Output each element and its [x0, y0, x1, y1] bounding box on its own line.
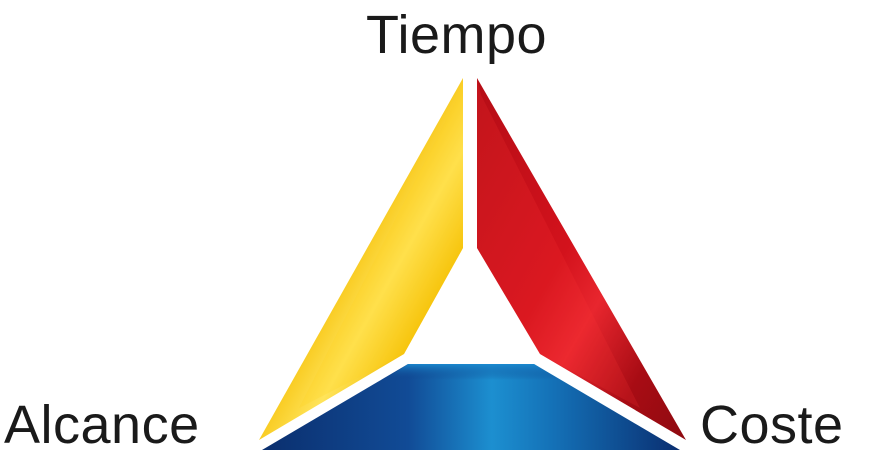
left-segment-shine — [299, 78, 463, 408]
label-tiempo: Tiempo — [366, 5, 548, 65]
label-alcance: Alcance — [4, 395, 200, 455]
left-segment — [259, 78, 463, 440]
bottom-segment-top-face — [384, 364, 560, 380]
bottom-segment — [262, 364, 680, 450]
right-segment-shine — [477, 78, 640, 408]
right-segment — [477, 78, 686, 440]
label-coste: Coste — [700, 395, 844, 455]
